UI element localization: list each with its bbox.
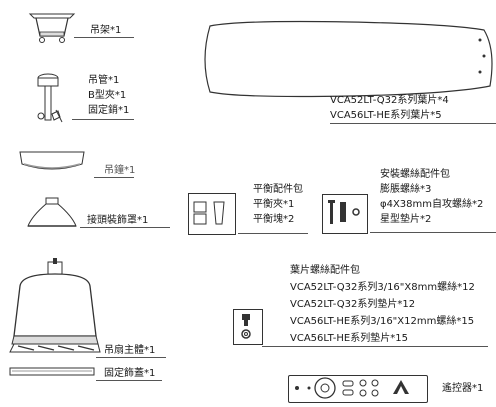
downrod-illustration [37,73,63,123]
blade-kit-item-2: VCA52LT-Q32系列墊片*12 [290,299,416,310]
blade-underline [330,123,496,124]
mount-kit-item-1: 膨脹螺絲*3 [380,184,432,195]
bracket-label: 吊架*1 [90,25,122,36]
motor-underline [96,357,166,358]
remote-icon [295,377,409,399]
blade-label-1: VCA52LT-Q32系列葉片*4 [330,95,449,106]
downrod-label-1: 吊管*1 [88,75,120,86]
mount-kit-item-2: φ4X38mm自攻螺絲*2 [380,199,484,210]
blade-kit-underline [262,346,488,347]
blade-kit-item-1: VCA52LT-Q32系列3/16"X8mm螺絲*12 [290,282,475,293]
mount-kit-icon [328,200,360,224]
trim-cover-label: 固定飾蓋*1 [104,368,156,379]
balance-kit-underline [238,233,308,234]
blade-label-2: VCA56LT-HE系列葉片*5 [330,110,442,121]
coupler-cover-illustration [27,197,77,227]
balance-kit-icon [193,201,225,225]
blade-kit-icon [241,314,251,339]
downrod-label-2: B型夾*1 [88,90,127,101]
canopy-underline [94,177,134,178]
canopy-illustration [19,151,85,170]
balance-kit-item-2: 平衡塊*2 [253,214,295,225]
motor-label: 吊扇主體*1 [104,345,156,356]
downrod-label-3: 固定銷*1 [88,105,130,116]
motor-illustration [9,258,101,353]
blade-kit-title: 葉片螺絲配件包 [290,265,360,276]
mount-kit-item-3: 星型墊片*2 [380,214,432,225]
remote-label: 遙控器*1 [442,383,484,394]
trim-cover-illustration [9,367,95,376]
downrod-underline [72,119,134,120]
coupler-cover-underline [80,227,170,228]
mount-kit-title: 安裝螺絲配件包 [380,169,450,180]
coupler-cover-label: 接頭裝飾罩*1 [87,215,149,226]
blade-kit-item-4: VCA56LT-HE系列墊片*15 [290,333,408,344]
blade-illustration [204,20,493,98]
bracket-underline [74,37,134,38]
balance-kit-title: 平衡配件包 [253,184,303,195]
blade-kit-item-3: VCA56LT-HE系列3/16"X12mm螺絲*15 [290,316,475,327]
trim-cover-underline [96,380,162,381]
balance-kit-item-1: 平衡夾*1 [253,199,295,210]
canopy-label: 吊鐘*1 [104,165,136,176]
mount-kit-underline [370,232,496,233]
bracket-illustration [28,13,76,43]
